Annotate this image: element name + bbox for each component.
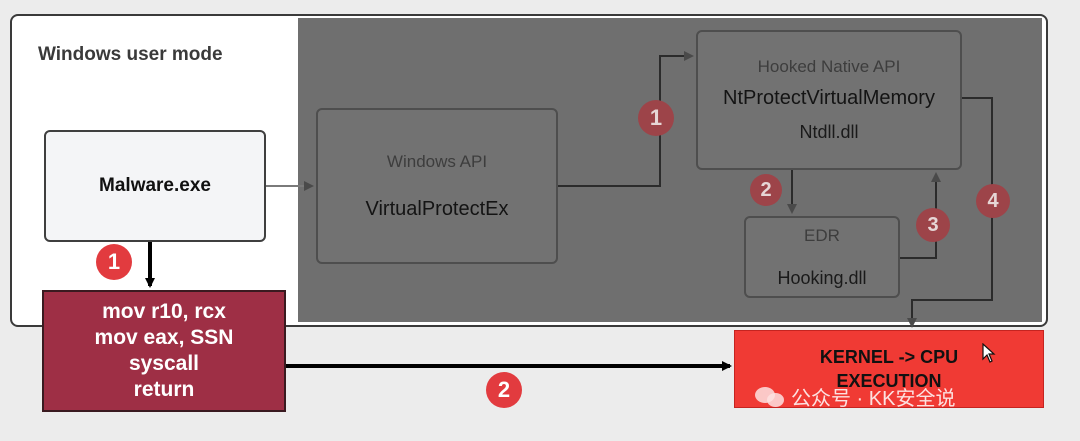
step-badge-hook-2: 2 — [750, 174, 782, 206]
arrow-ntdll-to-kernel — [907, 97, 993, 328]
ntdll-label: Ntdll.dll — [799, 122, 859, 142]
step-badge-hook-3: 3 — [916, 208, 950, 242]
ntprotectvirtualmemory-label: NtProtectVirtualMemory — [723, 87, 935, 109]
mouse-cursor-icon — [982, 343, 996, 363]
watermark-text: 公众号 · KK安全说 — [791, 388, 956, 410]
frame-title: Windows user mode — [38, 44, 223, 65]
step-badge-hook-4: 4 — [976, 184, 1010, 218]
watermark: 公众号 · KK安全说 — [755, 382, 955, 411]
hooking-dll-label: Hooking.dll — [777, 267, 867, 288]
windows-api-header: Windows API — [386, 151, 488, 171]
arrow-edr-to-ntdll — [900, 172, 941, 259]
edr-box: EDR Hooking.dll — [744, 216, 900, 298]
step-badge-direct-2: 2 — [486, 372, 522, 408]
malware-exe-box: Malware.exe — [44, 130, 266, 242]
stub-line: syscall — [128, 352, 200, 375]
stub-line: mov r10, rcx — [102, 300, 226, 323]
step-badge-hook-1: 1 — [638, 100, 674, 136]
virtualprotectex-label: VirtualProtectEx — [365, 197, 509, 220]
windows-api-box: Windows API VirtualProtectEx — [316, 108, 558, 264]
edr-header: EDR — [804, 225, 840, 245]
stub-line: mov eax, SSN — [94, 326, 234, 349]
kernel-line: EXECUTION — [836, 371, 942, 391]
hooked-native-api-header: Hooked Native API — [757, 57, 901, 76]
kernel-cpu-execution-box: KERNEL -> CPU EXECUTION — [734, 330, 1044, 408]
kernel-line: KERNEL -> CPU — [819, 347, 959, 367]
malware-exe-label: Malware.exe — [99, 175, 211, 196]
wechat-icon — [755, 385, 785, 409]
direct-syscall-stub-box: mov r10, rcx mov eax, SSN syscall return — [42, 290, 286, 412]
step-badge-direct-1: 1 — [96, 244, 132, 280]
hooked-native-api-box: Hooked Native API NtProtectVirtualMemory… — [696, 30, 962, 170]
stub-line: return — [133, 378, 195, 401]
